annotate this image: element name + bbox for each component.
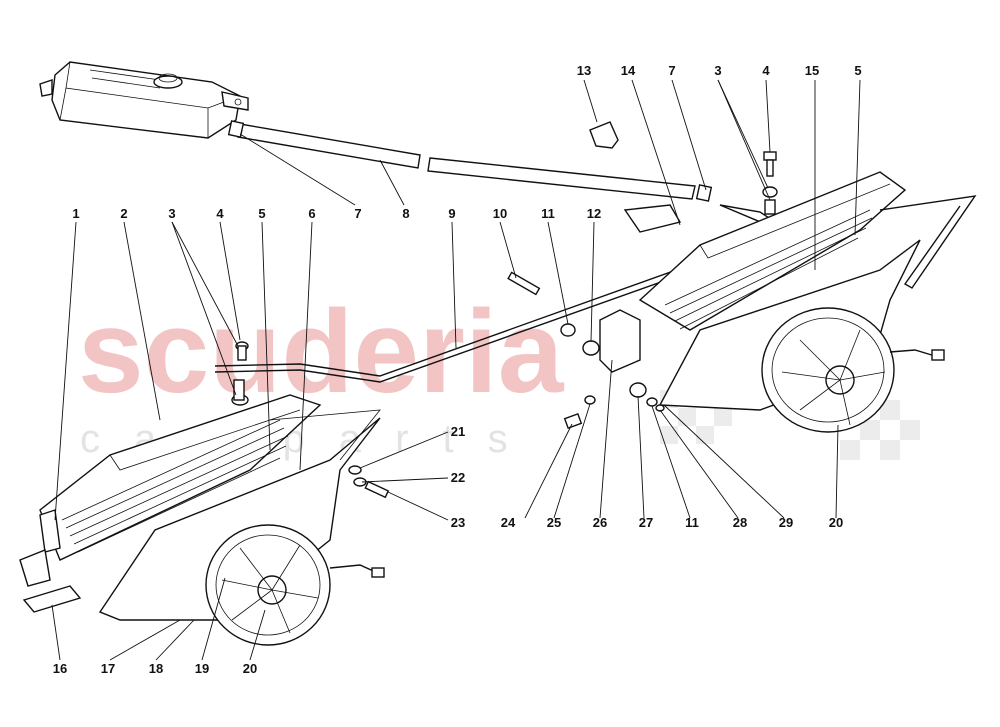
left-fasteners (235, 341, 390, 499)
callout-23: 23 (451, 515, 465, 530)
callout-20-right: 20 (829, 515, 843, 530)
callout-5-top: 5 (854, 63, 861, 78)
callout-11-mid: 11 (541, 206, 555, 221)
callout-19: 19 (195, 661, 209, 676)
callout-6: 6 (308, 206, 315, 221)
callout-28: 28 (733, 515, 747, 530)
callout-1: 1 (72, 206, 79, 221)
watermark-brand: scuderia (78, 286, 565, 418)
callout-2: 2 (120, 206, 127, 221)
callout-11-bottom: 11 (685, 515, 699, 530)
callout-labels: 13 14 7 3 4 15 5 1 2 3 4 5 6 7 8 9 10 11… (53, 63, 862, 676)
callout-26: 26 (593, 515, 607, 530)
callout-5-left: 5 (258, 206, 265, 221)
callout-3-top: 3 (714, 63, 721, 78)
callout-7-mid: 7 (354, 206, 361, 221)
callout-7-top: 7 (668, 63, 675, 78)
left-fan-shroud (98, 409, 381, 621)
left-radiator (19, 379, 322, 613)
leader-lines (51, 79, 861, 661)
callout-13: 13 (577, 63, 591, 78)
callout-8: 8 (402, 206, 409, 221)
callout-16: 16 (53, 661, 67, 676)
expansion-tank (39, 61, 249, 139)
callout-22: 22 (451, 470, 465, 485)
callout-25: 25 (547, 515, 561, 530)
callout-3-left: 3 (168, 206, 175, 221)
callout-24: 24 (501, 515, 516, 530)
callout-27: 27 (639, 515, 653, 530)
left-fan (205, 524, 385, 646)
callout-18: 18 (149, 661, 163, 676)
callout-4-left: 4 (216, 206, 224, 221)
hose-upper (227, 120, 713, 202)
callout-20-left: 20 (243, 661, 257, 676)
callout-9: 9 (448, 206, 455, 221)
callout-12: 12 (587, 206, 601, 221)
callout-15: 15 (805, 63, 819, 78)
callout-10: 10 (493, 206, 507, 221)
right-radiator (599, 171, 977, 373)
callout-14: 14 (621, 63, 636, 78)
watermark: scuderia car parts (78, 286, 920, 461)
callout-29: 29 (779, 515, 793, 530)
callout-17: 17 (101, 661, 115, 676)
callout-21: 21 (451, 424, 465, 439)
right-fan (761, 307, 945, 433)
callout-4-top: 4 (762, 63, 770, 78)
